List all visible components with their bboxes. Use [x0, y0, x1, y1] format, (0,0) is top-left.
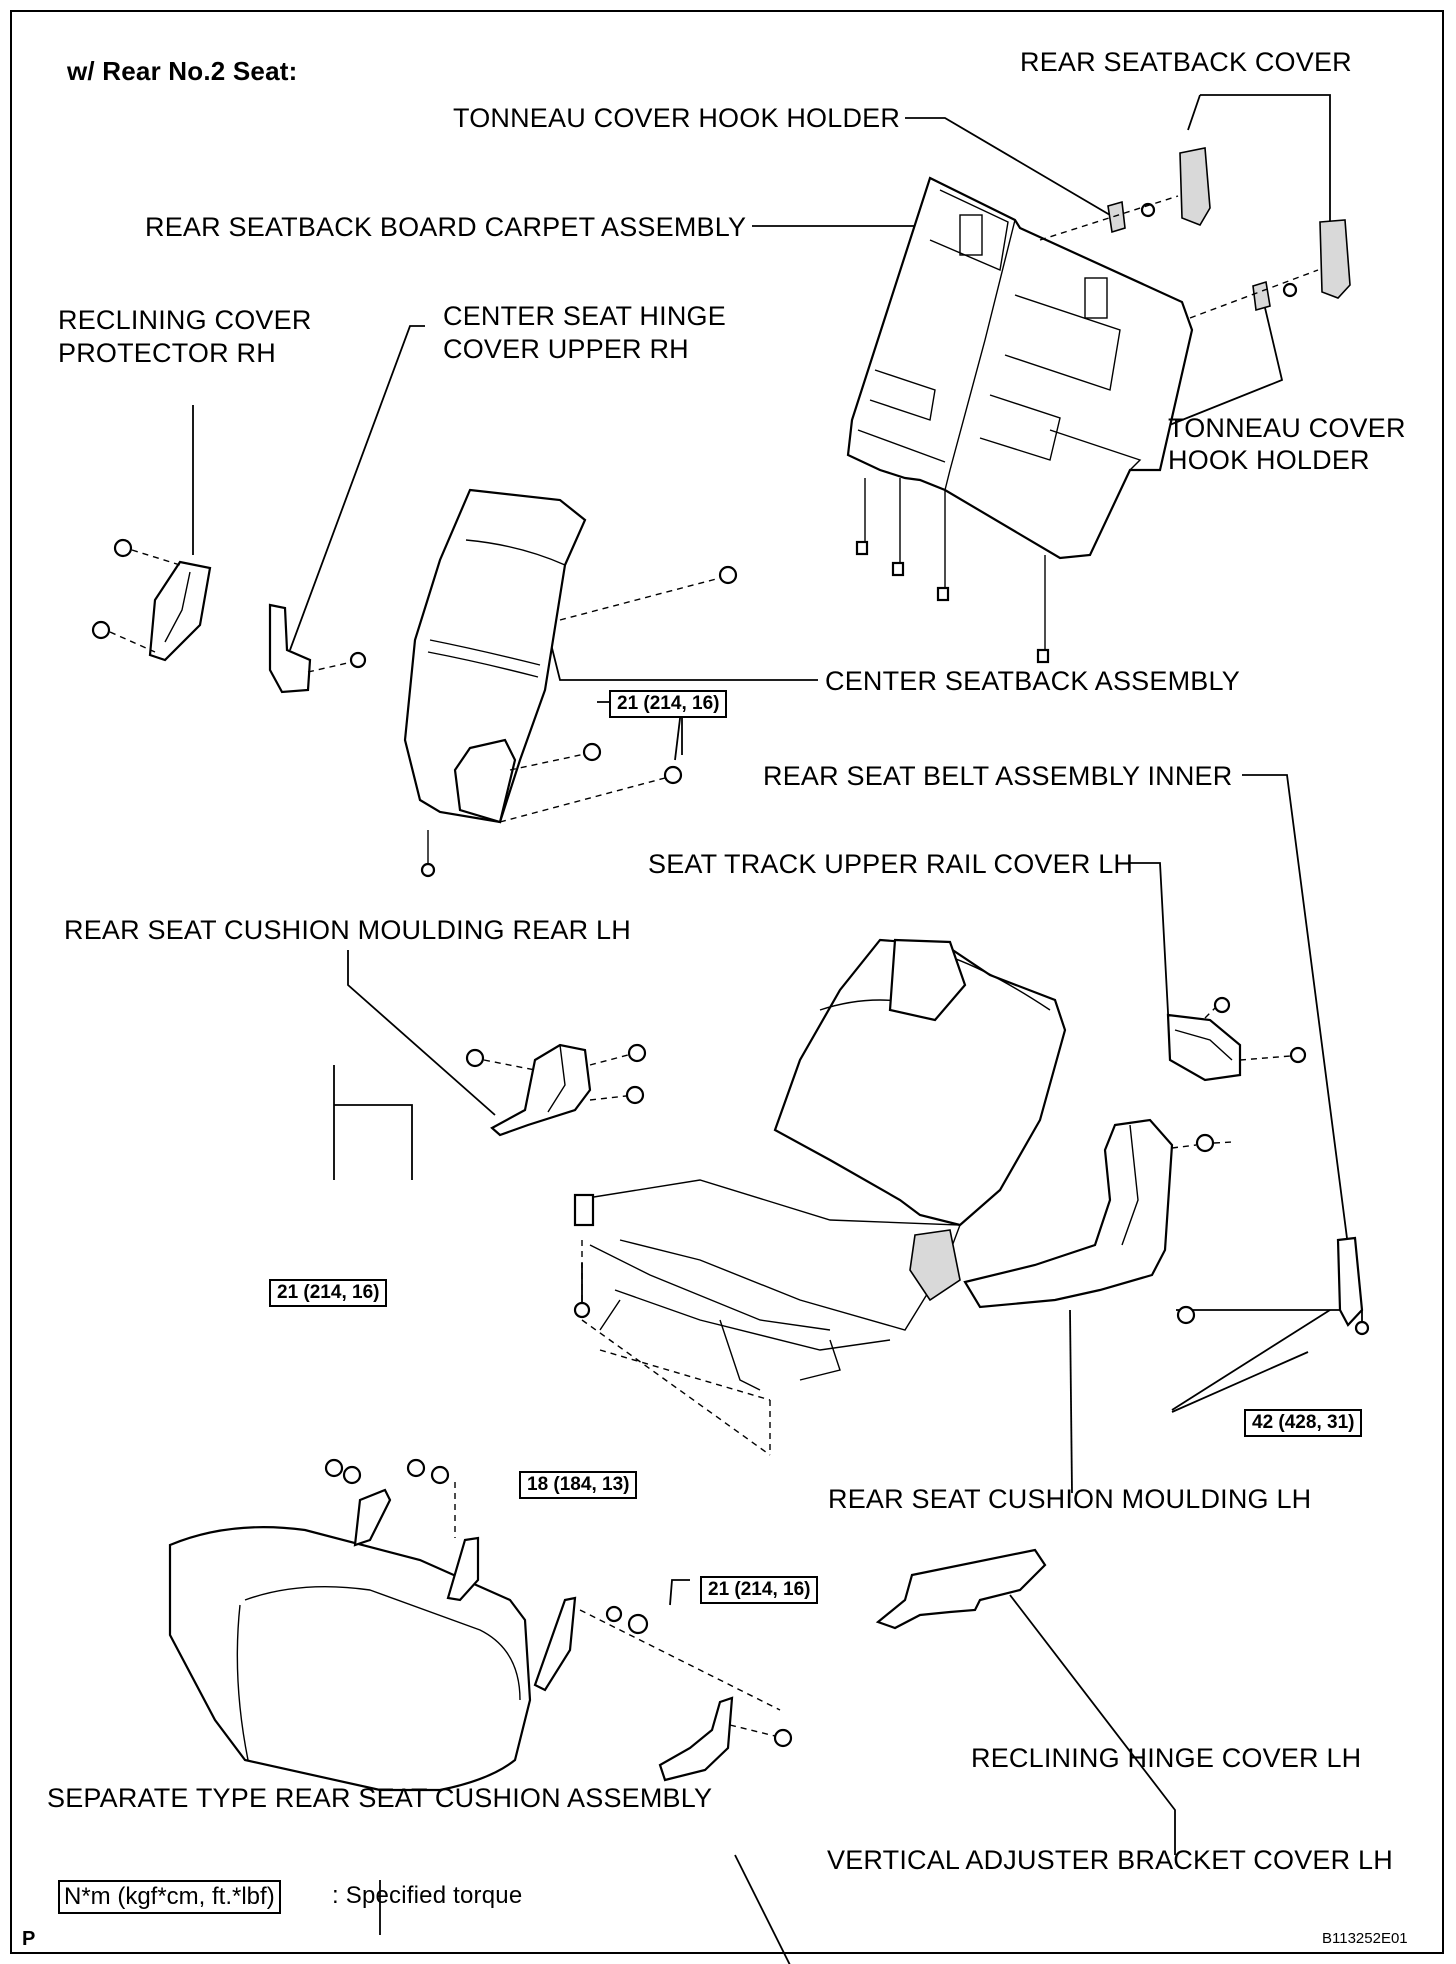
tonneau-hook-holders	[1039, 195, 1319, 319]
legend-torque-units: N*m (kgf*cm, ft.*lbf)	[58, 1880, 281, 1914]
torque-spec-seat-belt: 42 (428, 31)	[1244, 1409, 1363, 1437]
label-center-seat-hinge-cover-line2: COVER UPPER RH	[443, 334, 689, 364]
label-center-seatback-assembly: CENTER SEATBACK ASSEMBLY	[825, 666, 1240, 696]
label-tonneau-cover-hook-holder-right-line2: HOOK HOLDER	[1168, 445, 1370, 475]
torque-spec-center-seatback: 21 (214, 16)	[609, 690, 728, 718]
footer-page-code: P	[22, 1928, 36, 1950]
footer-figure-id: B113252E01	[1322, 1930, 1408, 1947]
rear-seatback-covers	[1179, 147, 1351, 299]
reclining-cover-protector-rh	[91, 538, 212, 662]
torque-spec-frame-bolt: 18 (184, 13)	[519, 1471, 638, 1499]
label-rear-seat-belt-inner: REAR SEAT BELT ASSEMBLY INNER	[763, 761, 1233, 791]
center-seat-hinge-cover-upper-rh	[268, 603, 367, 694]
diagram-frame	[10, 10, 1444, 1954]
label-separate-rear-seat-cushion: SEPARATE TYPE REAR SEAT CUSHION ASSEMBLY	[47, 1783, 713, 1813]
leader-lines	[192, 94, 1363, 1964]
rear-seatback-board-carpet	[846, 176, 1194, 664]
label-center-seat-hinge-cover-line1: CENTER SEAT HINGE	[443, 301, 726, 331]
reclining-hinge-cover-lh	[875, 1548, 1047, 1630]
label-reclining-cover-protector-line1: RECLINING COVER	[58, 305, 312, 335]
label-tonneau-cover-hook-holder-right-line1: TONNEAU COVER	[1168, 413, 1406, 443]
label-tonneau-cover-hook-holder-top: TONNEAU COVER HOOK HOLDER	[453, 103, 901, 133]
label-rear-seat-cushion-moulding-rear: REAR SEAT CUSHION MOULDING REAR LH	[64, 915, 631, 945]
label-seat-track-upper-rail-cover: SEAT TRACK UPPER RAIL COVER LH	[648, 849, 1134, 879]
vertical-adjuster-bracket-cover-lh	[658, 1696, 793, 1782]
rear-seat-cushion-moulding-rear-lh	[465, 1043, 647, 1137]
rear-seat-cushion-moulding-lh	[963, 1118, 1233, 1325]
label-reclining-hinge-cover-lh: RECLINING HINGE COVER LH	[971, 1743, 1362, 1773]
diagram-heading: w/ Rear No.2 Seat:	[67, 56, 298, 86]
torque-spec-cushion-bracket: 21 (214, 16)	[700, 1576, 819, 1604]
seat-track-upper-rail-cover-lh	[1166, 996, 1307, 1082]
rear-seat-frame-and-seatback	[573, 938, 1067, 1456]
label-rear-seat-cushion-moulding-lh: REAR SEAT CUSHION MOULDING LH	[828, 1484, 1312, 1514]
separate-rear-seat-cushion-assembly	[168, 1458, 781, 1792]
label-vertical-adjuster-bracket-cover: VERTICAL ADJUSTER BRACKET COVER LH	[827, 1845, 1393, 1875]
label-rear-seatback-cover: REAR SEATBACK COVER	[1020, 47, 1352, 77]
label-rear-seatback-board-carpet: REAR SEATBACK BOARD CARPET ASSEMBLY	[145, 212, 747, 242]
rear-seat-belt-assembly-inner	[1336, 1236, 1370, 1336]
label-reclining-cover-protector-line2: PROTECTOR RH	[58, 338, 276, 368]
torque-spec-cushion-hinge: 21 (214, 16)	[269, 1279, 388, 1307]
center-seatback-assembly	[403, 488, 738, 878]
legend-torque-description: : Specified torque	[332, 1882, 523, 1909]
